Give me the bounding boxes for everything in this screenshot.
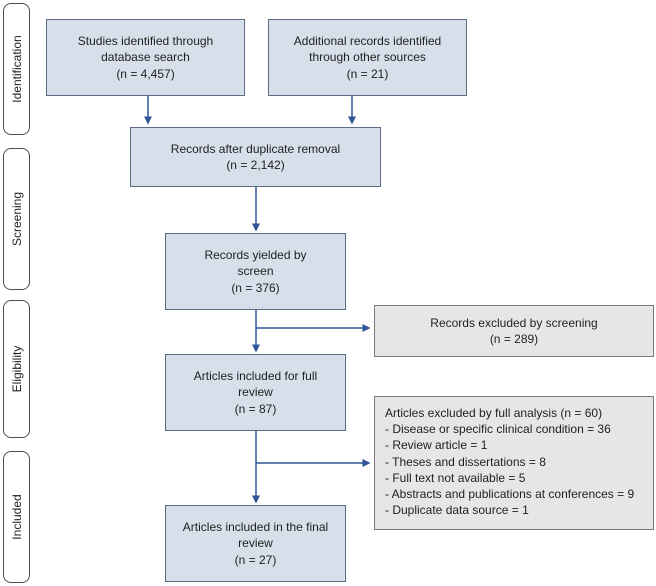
excluded-reason-disease: - Disease or specific clinical condition…: [385, 422, 611, 437]
phase-included-label: Included: [9, 494, 24, 540]
additional-records-count: (n = 21): [346, 66, 389, 81]
excluded-reason-abstracts: - Abstracts and publications at conferen…: [385, 486, 635, 501]
database-search-count: (n = 4,457): [116, 66, 175, 81]
screen-yield-line-1: Records yielded by: [204, 248, 307, 263]
phase-eligibility-label: Eligibility: [9, 345, 24, 393]
excluded-by-screening-box: Records excluded by screening (n = 289): [374, 305, 654, 357]
full-review-line-1: Articles included for full: [193, 369, 318, 384]
excluded-reason-full-text: - Full text not available = 5: [385, 470, 526, 485]
screen-yield-line-2: screen: [237, 264, 274, 279]
full-review-line-2: review: [238, 385, 273, 400]
duplicate-removal-box: Records after duplicate removal (n = 2,1…: [130, 127, 381, 187]
phase-screening-label: Screening: [9, 191, 24, 247]
phase-screening: Screening: [3, 148, 30, 290]
database-search-line-1: Studies identified through: [77, 34, 214, 49]
screen-yield-box: Records yielded by screen (n = 376): [165, 233, 346, 310]
excluded-reason-review-article: - Review article = 1: [385, 438, 488, 453]
excluded-full-analysis-title: Articles excluded by full analysis (n = …: [385, 406, 603, 420]
additional-records-box: Additional records identified through ot…: [268, 19, 467, 96]
full-review-box: Articles included for full review (n = 8…: [165, 354, 346, 431]
duplicate-removal-line-1: Records after duplicate removal: [170, 141, 341, 156]
final-review-line-1: Articles included in the final: [182, 520, 329, 535]
excluded-by-screening-count: (n = 289): [489, 332, 539, 346]
phase-included: Included: [3, 451, 30, 583]
phase-identification: Identification: [3, 3, 30, 135]
excluded-by-screening-line-1: Records excluded by screening: [430, 315, 598, 330]
phase-eligibility: Eligibility: [3, 300, 30, 438]
additional-records-line-2: through other sources: [309, 50, 426, 65]
final-review-box: Articles included in the final review (n…: [165, 505, 346, 582]
duplicate-removal-count: (n = 2,142): [226, 158, 285, 172]
final-review-count: (n = 27): [234, 552, 277, 567]
additional-records-line-1: Additional records identified: [293, 34, 442, 49]
excluded-full-analysis-box: Articles excluded by full analysis (n = …: [374, 396, 654, 530]
phase-identification-label: Identification: [9, 35, 24, 103]
database-search-line-2: database search: [101, 50, 190, 65]
full-review-count: (n = 87): [234, 401, 277, 416]
database-search-box: Studies identified through database sear…: [46, 19, 245, 96]
excluded-reason-theses: - Theses and dissertations = 8: [385, 454, 546, 469]
final-review-line-2: review: [238, 536, 273, 551]
screen-yield-count: (n = 376): [231, 280, 280, 295]
excluded-reason-duplicate: - Duplicate data source = 1: [385, 503, 529, 518]
